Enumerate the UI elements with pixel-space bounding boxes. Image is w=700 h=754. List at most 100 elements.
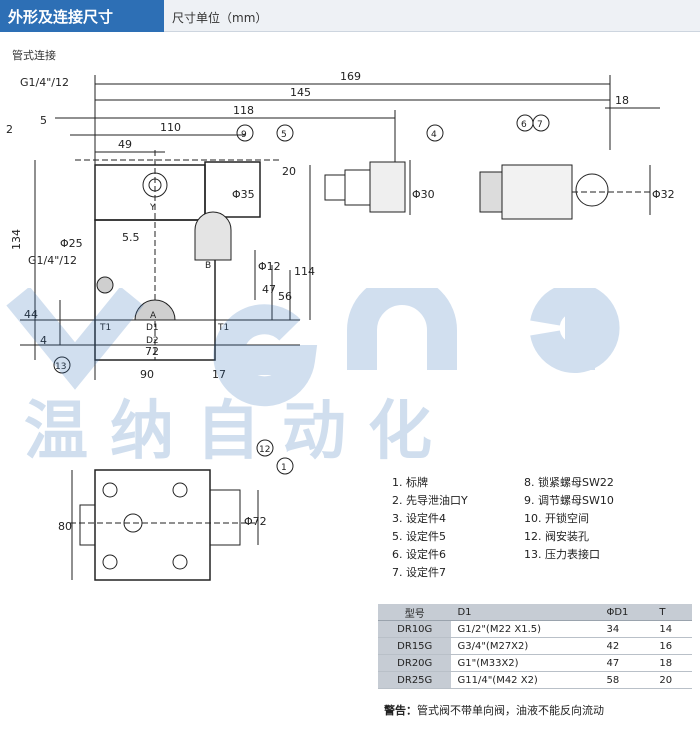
cell-phi-d1: 34 [600, 620, 654, 638]
model-spec-table: 型号 D1 ΦD1 T DR10G G1/2"(M22 X1.5) 34 14 … [378, 604, 692, 689]
cell-model: DR20G [378, 654, 452, 672]
dim-114: 114 [294, 265, 315, 278]
table-header-row: 型号 D1 ΦD1 T [378, 604, 692, 621]
label-d2: D2 [146, 336, 159, 346]
dim-80: 80 [58, 520, 72, 533]
cell-t: 14 [653, 620, 692, 638]
table-row: DR20G G1"(M33X2) 47 18 [378, 654, 692, 672]
warning-label: 警告： [384, 704, 417, 717]
parts-list-right: 8. 锁紧螺母SW22 9. 调节螺母SW10 10. 开锁空间 12. 阀安装… [524, 474, 614, 564]
dim-169: 169 [340, 70, 361, 83]
dim-49: 49 [118, 138, 132, 151]
valve-plan-view [70, 469, 259, 581]
dim-phi72: Φ72 [244, 515, 267, 528]
label-t1: T1 [217, 323, 229, 333]
dim-110: 110 [160, 121, 181, 134]
part-item: 8. 锁紧螺母SW22 [524, 476, 614, 489]
part-item: 9. 调节螺母SW10 [524, 494, 614, 507]
adjust-knob-6-7 [479, 164, 651, 220]
col-t: T [653, 604, 692, 621]
parts-list-left: 1. 标牌 2. 先导泄油口Y 3. 设定件4 5. 设定件5 6. 设定件6 … [392, 474, 468, 582]
adjust-knob-4 [324, 160, 411, 215]
part-item: 2. 先导泄油口Y [392, 494, 468, 507]
header-title-block [0, 0, 164, 32]
cell-t: 18 [653, 654, 692, 672]
warning-note: 警告：管式阀不带单向阀，油液不能反向流动 [384, 702, 604, 718]
callout-7: 7 [537, 120, 543, 130]
dim-90: 90 [140, 368, 154, 381]
col-d1: D1 [451, 604, 601, 621]
dimension-texts: 169 145 118 110 49 2 5 18 134 20 Φ35 Φ30… [6, 70, 675, 533]
callout-13: 13 [55, 362, 66, 372]
dim-56: 56 [278, 290, 292, 303]
cell-model: DR15G [378, 637, 452, 655]
valve-body-side-view [20, 150, 300, 361]
label-a: A [150, 311, 157, 321]
dim-17: 17 [212, 368, 226, 381]
cell-d1: G1/2"(M22 X1.5) [451, 620, 601, 638]
dim-phi35: Φ35 [232, 188, 255, 201]
cell-t: 16 [653, 637, 692, 655]
part-item: 10. 开锁空间 [524, 512, 589, 525]
dim-4: 4 [40, 334, 47, 347]
left-dimension-lines [34, 160, 61, 360]
cell-d1: G1"(M33X2) [451, 654, 601, 672]
header-subtitle-block [164, 0, 700, 32]
callout-9: 9 [241, 130, 247, 140]
dim-118: 118 [233, 104, 254, 117]
table-row: DR10G G1/2"(M22 X1.5) 34 14 [378, 620, 692, 638]
cell-t: 20 [653, 671, 692, 689]
page-title: 外形及连接尺寸 [8, 8, 114, 26]
cell-phi-d1: 42 [600, 637, 654, 655]
cell-model: DR10G [378, 620, 452, 638]
table-row: DR25G G11/4"(M42 X2) 58 20 [378, 671, 692, 689]
table-row: DR15G G3/4"(M27X2) 42 16 [378, 637, 692, 655]
callout-1: 1 [281, 463, 287, 473]
label-d1: D1 [146, 323, 159, 333]
dim-phi12: Φ12 [258, 260, 281, 273]
dim-5-5: 5.5 [122, 231, 140, 244]
section-label: 管式连接 [12, 49, 56, 62]
part-item: 1. 标牌 [392, 476, 428, 489]
thread-label-left: G1/4"/12 [28, 254, 77, 267]
dim-44: 44 [24, 308, 38, 321]
right-dimension-lines [254, 165, 311, 320]
callout-4: 4 [431, 130, 437, 140]
label-b: B [205, 261, 211, 271]
header-bar: 外形及连接尺寸 尺寸单位（mm） [0, 0, 700, 32]
cell-d1: G3/4"(M27X2) [451, 637, 601, 655]
thread-label-top: G1/4"/12 [20, 76, 69, 89]
unit-note: 尺寸单位（mm） [172, 11, 268, 25]
cell-model: DR25G [378, 671, 452, 689]
callout-6: 6 [521, 120, 527, 130]
dim-145: 145 [290, 86, 311, 99]
warning-text: 管式阀不带单向阀，油液不能反向流动 [417, 704, 604, 717]
callout-12: 12 [259, 445, 270, 455]
col-model: 型号 [378, 604, 452, 621]
dim-134: 134 [10, 229, 23, 250]
part-item: 6. 设定件6 [392, 548, 446, 561]
dim-phi32: Φ32 [652, 188, 675, 201]
label-t1-left: T1 [99, 323, 111, 333]
col-phi-d1: ΦD1 [600, 604, 654, 621]
part-item: 12. 阀安装孔 [524, 530, 589, 543]
dim-18: 18 [615, 94, 629, 107]
callout-5: 5 [281, 130, 287, 140]
part-item: 7. 设定件7 [392, 566, 446, 579]
cell-d1: G11/4"(M42 X2) [451, 671, 601, 689]
top-dimension-lines [55, 75, 660, 380]
dim-phi25: Φ25 [60, 237, 83, 250]
part-item: 3. 设定件4 [392, 512, 446, 525]
part-item: 5. 设定件5 [392, 530, 446, 543]
dim-47: 47 [262, 283, 276, 296]
dim-2: 2 [6, 123, 13, 136]
callout-circles [53, 114, 550, 475]
dim-20: 20 [282, 165, 296, 178]
part-item: 13. 压力表接口 [524, 548, 600, 561]
label-y: Y [149, 203, 156, 213]
dim-5: 5 [40, 114, 47, 127]
cell-phi-d1: 47 [600, 654, 654, 672]
dim-72: 72 [145, 345, 159, 358]
cell-phi-d1: 58 [600, 671, 654, 689]
